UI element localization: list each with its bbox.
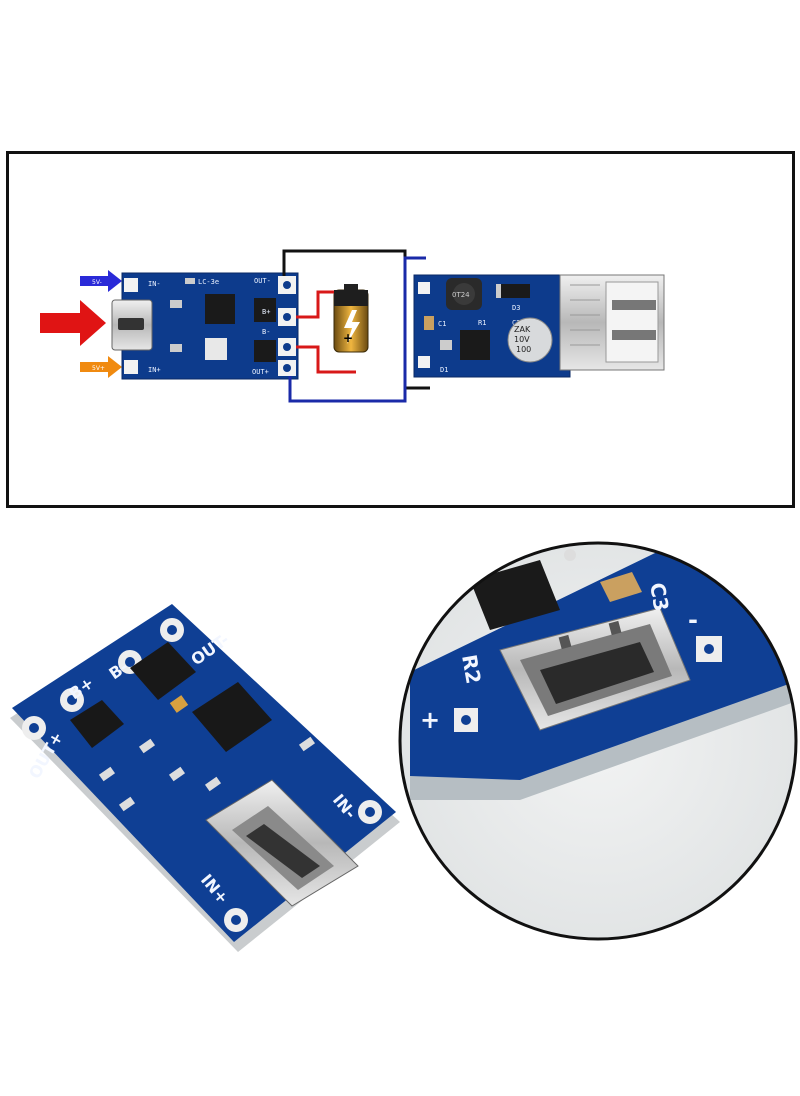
zoom-label-r2: R2: [457, 653, 486, 686]
svg-text:+: +: [343, 331, 353, 345]
cap-text-1: ZAK: [514, 325, 531, 334]
label-d3: D3: [512, 304, 520, 312]
pad-out-minus: OUT-: [254, 277, 271, 285]
label-r1: R1: [478, 319, 486, 327]
blue-arrow-icon: 5V-: [80, 270, 122, 292]
cap-text-3: 100: [516, 345, 531, 354]
cap-text-2: 10V: [514, 335, 530, 344]
orange-arrow-icon: 5V+: [80, 356, 122, 378]
pad-b-minus: B-: [262, 328, 270, 336]
pad-b-plus: B+: [262, 308, 270, 316]
pad-in-plus: IN+: [148, 366, 161, 374]
zoom-label-c3: C3: [645, 581, 674, 613]
arrow-orange-label: 5V+: [92, 365, 105, 372]
zoom-label-minus: -: [688, 606, 698, 634]
pad-in-minus: IN-: [148, 280, 161, 288]
battery-icon: +: [333, 284, 369, 353]
wires: [282, 249, 430, 403]
zoom-circle: R2 C3 + -: [398, 541, 798, 941]
charger-board-photo: OUT- B- B+ OUT+ IN- IN+: [10, 604, 400, 952]
board-silk-label: LC-3e: [198, 278, 219, 286]
inductor-text: 0T24: [452, 291, 470, 299]
label-d1: D1: [440, 366, 448, 374]
red-arrow-icon: [40, 300, 106, 346]
boost-board: 0T24 D3 C1 R1 C2 D1 ZAK 10V 100: [413, 274, 665, 378]
pad-out-plus: OUT+: [252, 368, 269, 376]
label-c1: C1: [438, 320, 446, 328]
arrow-blue-label: 5V-: [92, 279, 102, 286]
zoom-label-plus: +: [420, 706, 440, 734]
charger-board: IN- IN+ OUT- OUT+ B- B+ LC-3e: [111, 272, 299, 380]
